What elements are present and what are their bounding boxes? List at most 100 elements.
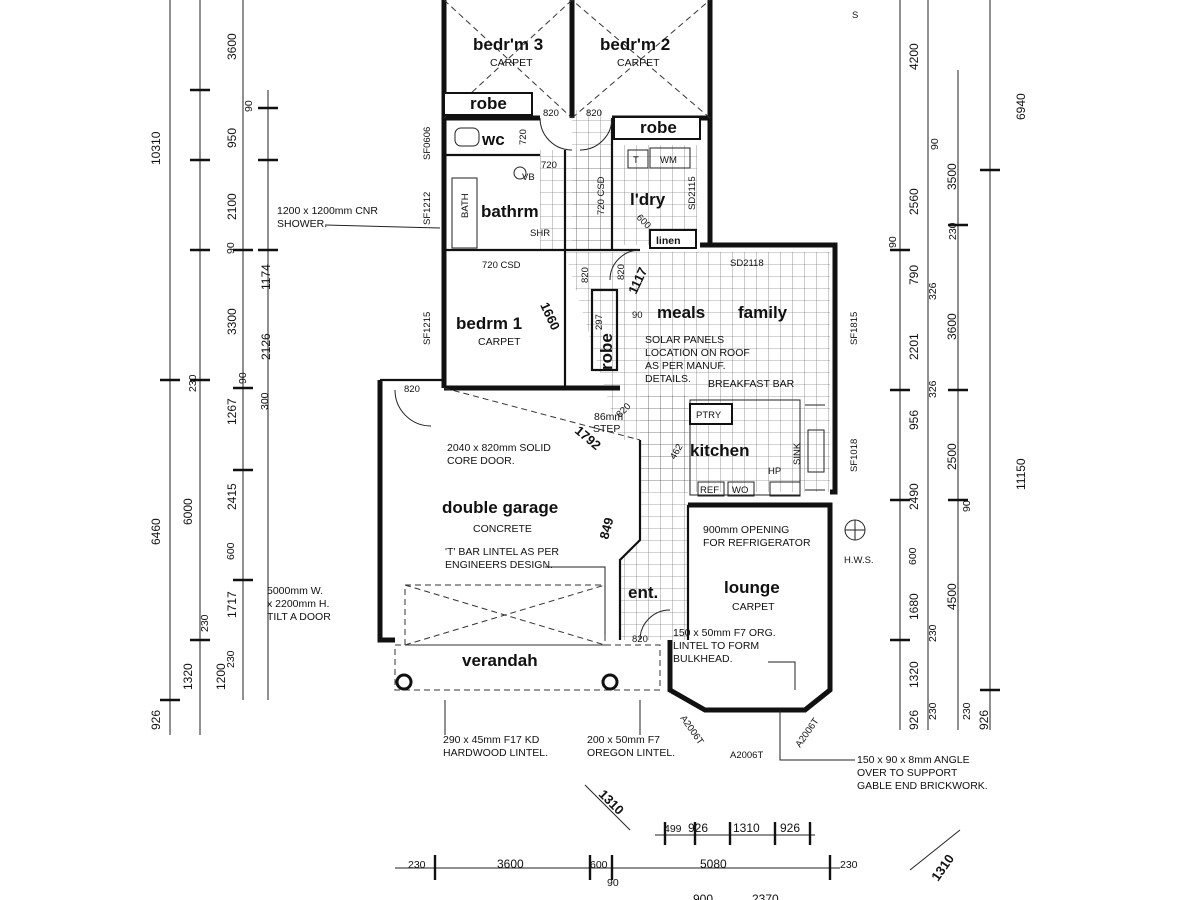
room-kitchen: kitchen xyxy=(690,441,750,460)
room-laundry: l'dry xyxy=(630,190,666,209)
dim-left-inner-230a: 230 xyxy=(199,614,211,632)
room-family: family xyxy=(738,303,788,322)
dim-left-mid-2100: 2100 xyxy=(225,193,239,220)
hotplate-label: HP xyxy=(768,466,781,477)
dim-right-3500: 3500 xyxy=(945,163,959,190)
window-sf1815: SF1815 xyxy=(849,312,860,345)
dim-bottom-230a: 230 xyxy=(408,859,426,871)
vanity-label: VB xyxy=(522,172,535,183)
room-bedroom-1: bedrm 1 xyxy=(456,314,522,333)
dim-right-small-326b: 326 xyxy=(927,380,939,398)
dim-right-2500: 2500 xyxy=(945,443,959,470)
dim-right-small-230b: 230 xyxy=(927,702,939,720)
dim-left-small-230: 230 xyxy=(187,374,199,392)
dim-left-mid-6000: 6000 xyxy=(181,498,195,525)
note-lounge-lintel-2: LINTEL TO FORM xyxy=(673,640,759,652)
dim-bottom-90: 90 xyxy=(607,877,619,889)
dim-right-small-326a: 326 xyxy=(927,282,939,300)
dimensions-bottom: 499 926 1310 926 230 3600 600 5080 230 9… xyxy=(395,784,961,900)
bedroom-1-floor: CARPET xyxy=(478,336,521,348)
window-sf1212: SF1212 xyxy=(422,192,433,225)
note-oregon-lintel-1: 200 x 50mm F7 xyxy=(587,734,660,746)
tiled-floor xyxy=(540,110,830,640)
dim-left-inner-90b: 90 xyxy=(225,242,237,254)
dim-left-outer-926: 926 xyxy=(149,710,163,730)
dim-left-mid-3600: 3600 xyxy=(225,33,239,60)
dim-bottom-926b: 926 xyxy=(780,821,800,835)
dim-right-col2-230b: 230 xyxy=(961,702,973,720)
dim-bay-1310-right: 1310 xyxy=(928,851,957,883)
note-solar-1: SOLAR PANELS xyxy=(645,334,724,346)
dim-left-inner-1174: 1174 xyxy=(259,264,273,290)
robe-bedroom-1: robe xyxy=(597,333,616,370)
door-820-bedroom-3: 820 xyxy=(543,108,559,119)
cavity-slider-laundry: 720 CSD xyxy=(596,176,607,215)
window-sf1018: SF1018 xyxy=(849,439,860,472)
dimensions-left: 10310 6460 926 3600 950 2100 3300 6000 1… xyxy=(149,0,278,735)
door-90-meals: 90 xyxy=(632,310,643,321)
note-angle-3: GABLE END BRICKWORK. xyxy=(857,780,988,792)
room-double-garage: double garage xyxy=(442,498,558,517)
bedroom-3-floor: CARPET xyxy=(490,57,533,69)
dim-right-1680: 1680 xyxy=(907,593,921,620)
door-820-garage: 820 xyxy=(404,384,420,395)
window-a2006t-right: A2006T xyxy=(793,716,821,750)
note-door-2: CORE DOOR. xyxy=(447,455,515,467)
dim-bottom-926a: 926 xyxy=(688,821,708,835)
dim-left-inner-600: 600 xyxy=(225,542,237,560)
dim-left-mid-1320: 1320 xyxy=(181,663,195,690)
note-step-2: STEP xyxy=(593,423,620,435)
note-oregon-lintel-2: OREGON LINTEL. xyxy=(587,747,675,759)
note-lounge-lintel-1: 150 x 50mm F7 ORG. xyxy=(673,627,776,639)
door-swings xyxy=(394,117,671,641)
note-garage-door-1: 5000mm W. xyxy=(267,585,323,597)
garage-floor: CONCRETE xyxy=(473,523,532,535)
dim-bottom-230b: 230 xyxy=(840,859,858,871)
pantry-label: PTRY xyxy=(696,410,722,421)
note-t-bar-1: 'T' BAR LINTEL AS PER xyxy=(445,546,559,558)
dim-left-inner-2415: 2415 xyxy=(225,483,239,510)
dim-right-4500: 4500 xyxy=(945,583,959,610)
dim-left-inner-1267: 1267 xyxy=(225,398,239,425)
door-820-hall: 820 xyxy=(616,264,627,280)
dim-right-6940: 6940 xyxy=(1014,93,1028,120)
robe-bedroom-3: robe xyxy=(470,94,507,113)
dim-right-1320: 1320 xyxy=(907,661,921,688)
dim-right-3600: 3600 xyxy=(945,313,959,340)
room-bathroom: bathrm xyxy=(481,202,539,221)
dim-right-2560: 2560 xyxy=(907,188,921,215)
top-right-mark: S xyxy=(852,10,858,21)
note-solar-3: AS PER MANUF. xyxy=(645,360,726,372)
note-kd-lintel-2: HARDWOOD LINTEL. xyxy=(443,747,548,759)
sink-label: SINK xyxy=(792,442,803,465)
room-labels: bedr'm 3 CARPET bedr'm 2 CARPET robe rob… xyxy=(442,35,788,670)
fixture-labels: BATH SHR VB T WM PTRY REF WO HP SINK H.W… xyxy=(460,155,874,566)
note-kd-lintel-1: 290 x 45mm F17 KD xyxy=(443,734,540,746)
room-bedroom-3: bedr'm 3 xyxy=(473,35,543,54)
dim-right-small-230a: 230 xyxy=(927,624,939,642)
dim-right-11150: 11150 xyxy=(1014,458,1028,490)
note-shower-2: SHOWER. xyxy=(277,218,327,230)
door-sd2118: SD2118 xyxy=(730,258,764,269)
note-angle-1: 150 x 90 x 8mm ANGLE xyxy=(857,754,970,766)
cavity-slider-bathroom: 720 CSD xyxy=(482,260,521,271)
room-verandah: verandah xyxy=(462,651,538,670)
dim-left-inner-90c: 90 xyxy=(237,372,249,384)
room-linen: linen xyxy=(656,235,681,247)
dim-right-790: 790 xyxy=(907,265,921,285)
note-garage-door-2: x 2200mm H. xyxy=(267,598,329,610)
dim-left-mid-950: 950 xyxy=(225,128,239,148)
dim-right-926a: 926 xyxy=(907,710,921,730)
walls xyxy=(377,0,838,713)
note-shower-1: 1200 x 1200mm CNR xyxy=(277,205,378,217)
dim-left-small-300: 300 xyxy=(259,392,271,410)
dim-bottom-3600: 3600 xyxy=(497,857,524,871)
note-solar-2: LOCATION ON ROOF xyxy=(645,347,750,359)
dim-849: 849 xyxy=(596,516,616,541)
door-820-bedroom-2: 820 xyxy=(586,108,602,119)
bedroom-2-floor: CARPET xyxy=(617,57,660,69)
note-breakfast-bar: BREAKFAST BAR xyxy=(708,378,795,390)
bath-label: BATH xyxy=(460,193,471,218)
trough-label: T xyxy=(633,155,639,166)
